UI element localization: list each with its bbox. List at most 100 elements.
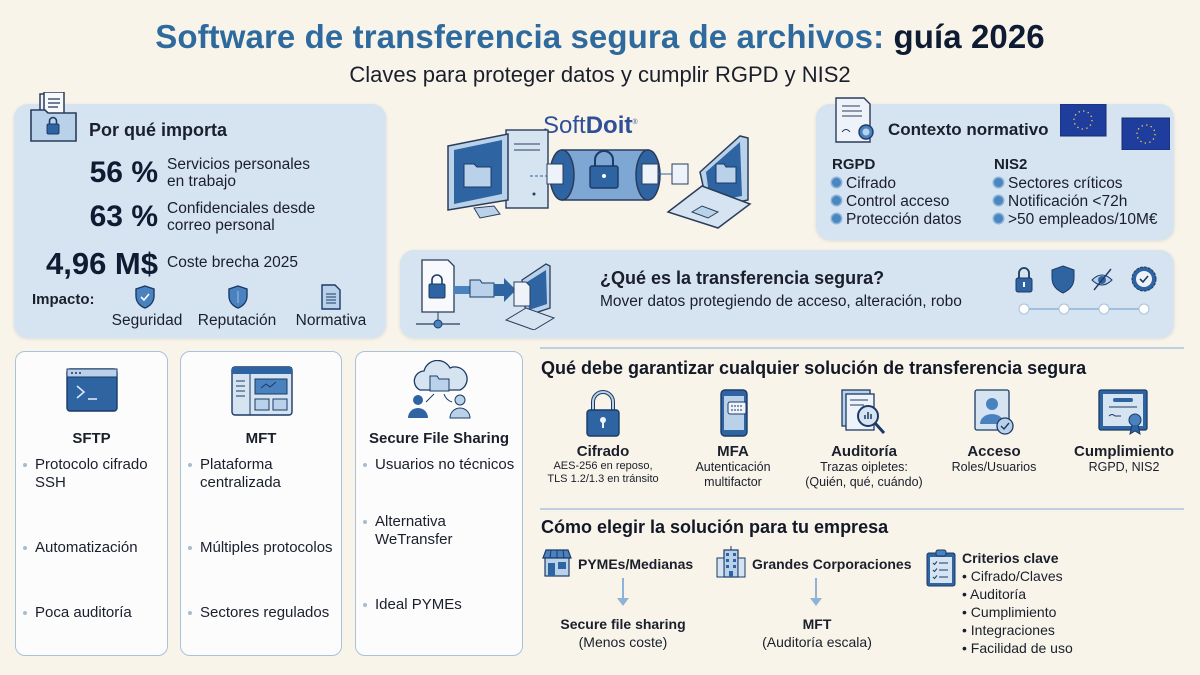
stat-label-line: correo personal [167, 217, 275, 234]
padlock-icon [586, 390, 620, 437]
card-secure-file-sharing: Secure File Sharing Usuarios no técnicos… [355, 351, 523, 656]
title-accent: guía 2026 [893, 18, 1045, 55]
guarantee-title: Acceso [967, 443, 1021, 460]
arrow-down-icon [810, 578, 822, 606]
card-item: Usuarios no técnicos [359, 456, 517, 474]
shield-icon [227, 285, 249, 314]
choose-title: Cómo elegir la solución para tu empresa [541, 517, 889, 537]
dashboard-icon [231, 366, 293, 421]
audit-magnifier-icon [841, 389, 886, 435]
nis2-heading: NIS2 [994, 156, 1028, 173]
cloud-share-icon [404, 359, 476, 427]
building-icon [715, 546, 747, 583]
criteria-list: Cifrado/Claves Auditoría Cumplimiento In… [962, 567, 1073, 657]
criteria-item: Cifrado/Claves [962, 567, 1073, 585]
criteria-item: Facilidad de uso [962, 639, 1073, 657]
guarantees-title: Qué debe garantizar cualquier solución d… [541, 358, 1087, 378]
guarantee-cumplimiento: Cumplimiento RGPD, NIS2 [1064, 388, 1184, 475]
card-title: MFT [245, 430, 277, 447]
shield-check-icon [134, 285, 156, 314]
laptop-icon [666, 135, 752, 229]
eu-flags-icon [1059, 103, 1171, 155]
guarantee-title: Cifrado [576, 443, 630, 460]
guarantee-title: MFA [717, 443, 749, 460]
logo-mark: ® [632, 119, 638, 126]
file-to-laptop-icon [416, 259, 556, 330]
certificate-icon [834, 96, 878, 151]
page-subtitle: Claves para proteger datos y cumplir RGP… [349, 62, 851, 87]
rgpd-heading: RGPD [832, 156, 876, 173]
stat-label-line: Confidenciales desde [167, 200, 316, 217]
guarantee-desc: AES-256 en reposo, TLS 1.2/1.3 en tránsi… [544, 460, 662, 486]
guarantee-auditoria: Auditoría Trazas oipletes: (Quién, qué, … [794, 388, 934, 490]
card-item: Poca auditoría [19, 604, 159, 622]
secure-transfer-illustration [447, 129, 752, 229]
stat-value: 63 % [89, 200, 158, 233]
criteria-item: Integraciones [962, 621, 1073, 639]
result-enterprise: MFT [802, 616, 832, 632]
security-properties [1012, 264, 1162, 324]
stat-label-line: en trabajo [167, 173, 236, 190]
impact-item: Normativa [295, 312, 367, 329]
rgpd-item: Control acceso [832, 193, 961, 211]
divider [540, 508, 1184, 510]
terminal-icon [66, 368, 118, 417]
what-is-secure-transfer-panel: ¿Qué es la transferencia segura? Mover d… [400, 250, 1174, 338]
desc-line: TLS 1.2/1.3 en tránsito [547, 473, 659, 485]
segment-enterprise: Grandes Corporaciones [752, 556, 912, 572]
desc-line: Autenticación [695, 460, 771, 474]
badge-check-icon [1131, 266, 1157, 292]
rgpd-list: Cifrado Control acceso Protección datos [832, 175, 961, 229]
guarantees-row: Cifrado AES-256 en reposo, TLS 1.2/1.3 e… [544, 388, 1184, 498]
encrypted-tunnel-icon [530, 149, 689, 201]
guarantee-acceso: Acceso Roles/Usuarios [939, 388, 1049, 475]
shield-icon [1051, 265, 1075, 294]
desc-line: multifactor [704, 475, 762, 489]
why-it-matters-panel: Por qué importa 56 % Servicios personale… [14, 91, 386, 338]
card-title: SFTP [72, 430, 111, 447]
card-item: Protocolo cifrado SSH [19, 456, 159, 492]
impact-label: Impacto: [32, 291, 95, 308]
result-enterprise-note: (Auditoría escala) [762, 634, 872, 650]
card-sftp: SFTP Protocolo cifrado SSH Automatizació… [15, 351, 168, 656]
document-icon [320, 284, 342, 315]
stat-label-line: Servicios personales [167, 156, 311, 173]
criteria-item: Cumplimiento [962, 603, 1073, 621]
title-main: Software de transferencia segura de arch… [155, 18, 885, 55]
card-title: Secure File Sharing [368, 430, 510, 447]
context-title: Contexto normativo [888, 120, 1049, 139]
card-item: Automatización [19, 539, 159, 557]
rgpd-item: Cifrado [832, 175, 961, 193]
guarantee-desc: Autenticación multifactor [674, 460, 792, 490]
desc-line: Trazas oipletes: [820, 460, 908, 474]
stat-value: 4,96 M$ [45, 246, 158, 281]
nis2-item: Sectores críticos [994, 175, 1158, 193]
guarantee-desc: RGPD, NIS2 [1088, 460, 1160, 474]
arrow-down-icon [617, 578, 629, 606]
guarantee-mfa: MFA Autenticación multifactor [674, 388, 792, 490]
guarantee-desc: Roles/Usuarios [951, 460, 1037, 474]
eye-off-icon [1091, 268, 1113, 291]
card-item: Ideal PYMEs [359, 596, 517, 614]
result-smb: Secure file sharing [560, 616, 686, 632]
clipboard-checklist-icon [926, 549, 956, 592]
nis2-item: Notificación <72h [994, 193, 1158, 211]
folder-lock-icon [28, 91, 80, 149]
impact-item: Reputación [197, 312, 277, 329]
stat-label: Coste brecha 2025 [167, 254, 298, 271]
nis2-list: Sectores críticos Notificación <72h >50 … [994, 175, 1158, 229]
lock-icon [1015, 267, 1033, 293]
certificate-icon [1098, 389, 1148, 436]
rgpd-item: Protección datos [832, 211, 961, 229]
guarantee-title: Cumplimiento [1074, 443, 1174, 460]
what-description: Mover datos protegiendo de acceso, alter… [600, 293, 962, 310]
card-item: Múltiples protocolos [184, 539, 334, 557]
stat-label: Confidenciales desde correo personal [167, 200, 315, 234]
regulatory-context-panel: Contexto normativo RGPD Cifrado Control … [816, 97, 1174, 240]
desc-line: AES-256 en reposo, [553, 460, 653, 472]
stat-label: Servicios personales en trabajo [167, 156, 310, 190]
divider [540, 347, 1184, 349]
desktop-computer-icon [447, 129, 549, 219]
stat-value: 56 % [89, 156, 158, 189]
why-title: Por qué importa [89, 120, 228, 140]
